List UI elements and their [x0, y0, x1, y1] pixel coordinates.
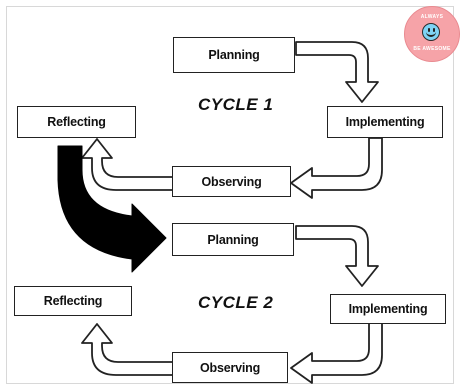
diagram-frame — [6, 6, 454, 384]
arrow-c1-implementing-to-observing — [290, 137, 383, 199]
smiley-icon — [422, 23, 440, 41]
badge-bottom-text: BE AWESOME — [413, 46, 451, 52]
arrow-c2-observing-to-reflecting — [81, 323, 175, 376]
cycle1-reflecting-box: Reflecting — [17, 106, 136, 138]
cycle2-implementing-box: Implementing — [330, 294, 446, 324]
arrow-c2-implementing-to-observing — [290, 322, 383, 384]
cycle2-reflecting-box: Reflecting — [14, 286, 132, 316]
awesome-badge: ALWAYS BE AWESOME — [404, 6, 460, 62]
cycle2-observing-box: Observing — [172, 352, 288, 383]
arrow-c1-planning-to-implementing — [295, 41, 379, 103]
cycle1-planning-box: Planning — [173, 37, 295, 73]
cycle1-title: CYCLE 1 — [198, 95, 274, 114]
cycle1-implementing-box: Implementing — [327, 106, 443, 138]
arrow-c1-observing-to-reflecting — [81, 138, 175, 191]
cycle2-title: CYCLE 2 — [198, 293, 274, 312]
badge-top-text: ALWAYS — [420, 14, 444, 20]
cycle2-planning-box: Planning — [172, 223, 294, 256]
arrow-c2-planning-to-implementing — [295, 225, 379, 287]
arrow-cycle1-to-cycle2 — [57, 145, 167, 273]
cycle1-observing-box: Observing — [172, 166, 291, 197]
